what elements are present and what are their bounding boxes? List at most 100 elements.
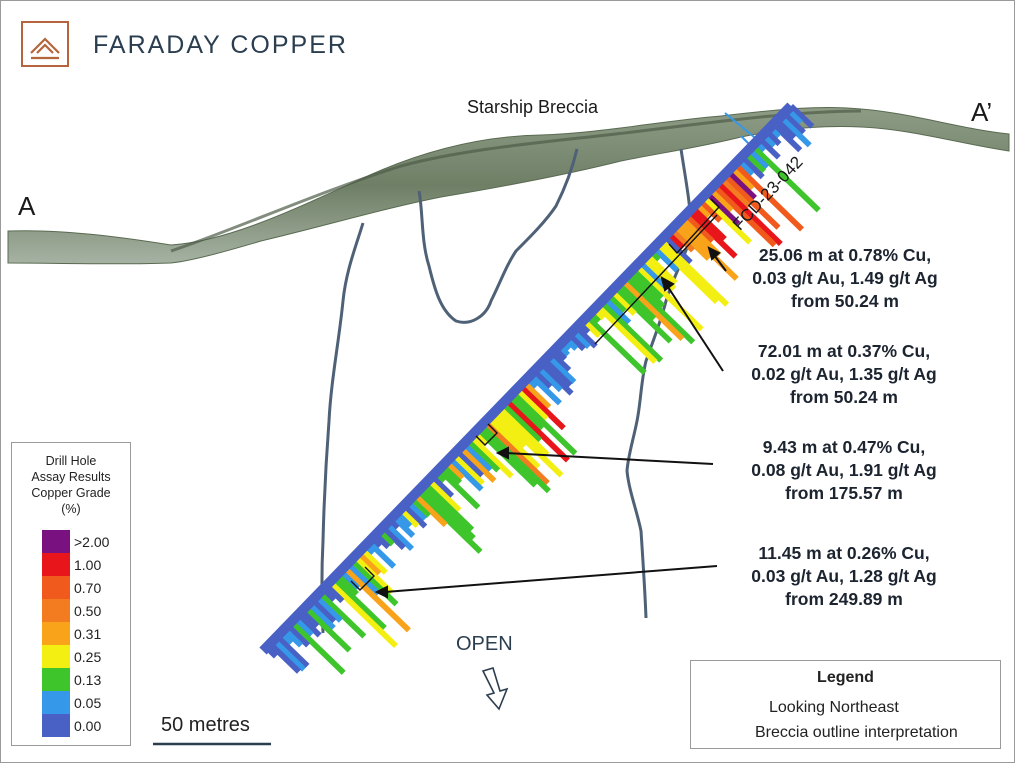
brand-name: FARADAY COPPER <box>93 31 348 59</box>
intercept-4-line-3: from 249.89 m <box>785 589 903 609</box>
grade-swatch-label-7: 0.05 <box>74 695 102 711</box>
grade-swatch-0 <box>42 530 70 553</box>
assay-bar <box>651 245 679 273</box>
logo-frame <box>21 21 69 67</box>
grade-swatch-label-5: 0.25 <box>74 649 102 665</box>
intercept-3-line-1: 9.43 m at 0.47% Cu, <box>762 437 926 457</box>
assay-bar <box>609 289 637 316</box>
intercept-4-line-1: 11.45 m at 0.26% Cu, <box>758 543 930 563</box>
intercept-2-line-3: from 50.24 m <box>790 387 898 407</box>
assay-bar <box>521 380 552 410</box>
grade-swatch-5 <box>42 645 70 668</box>
assay-bar <box>401 503 428 529</box>
grade-legend: Drill Hole Assay Results Copper Grade (%… <box>11 442 131 746</box>
intercept-3-line-2: 0.08 g/t Au, 1.91 g/t Ag <box>751 460 937 480</box>
topography-surface <box>7 106 1010 265</box>
assay-bar <box>317 590 367 639</box>
faraday-logo-icon <box>30 37 60 60</box>
assay-bar <box>718 176 752 209</box>
breccia-outline-traces <box>320 148 693 634</box>
assay-bar <box>412 492 448 528</box>
assay-bar <box>451 452 485 486</box>
assay-bar <box>616 281 657 321</box>
assay-bar <box>510 390 578 456</box>
intercept-1-line-1: 25.06 m at 0.78% Cu, <box>758 245 932 265</box>
assay-bar <box>458 445 497 483</box>
grade-swatch-6 <box>42 668 70 691</box>
section-end-label: A’ <box>971 97 993 127</box>
map-legend: Legend Looking Northeast Breccia outline… <box>690 660 1001 749</box>
assay-bar <box>331 576 387 631</box>
assay-bar <box>528 372 562 406</box>
assay-bar <box>310 598 337 624</box>
assay-bar <box>771 122 803 153</box>
grade-swatch-label-2: 0.70 <box>74 580 102 596</box>
assay-bar <box>289 619 346 675</box>
assay-bar <box>503 398 570 463</box>
assay-bar <box>306 601 336 631</box>
intercept-1-line-3: from 50.24 m <box>791 291 899 311</box>
assay-bar <box>708 187 734 213</box>
assay-bar <box>493 409 564 478</box>
assay-bar <box>514 387 549 421</box>
assay-bar <box>686 209 738 259</box>
assay-bar <box>676 220 739 281</box>
assay-bar <box>704 191 741 226</box>
assay-bar <box>732 162 804 232</box>
assay-bar <box>518 383 566 431</box>
assay-bar <box>789 103 815 129</box>
assay-bar <box>637 260 668 290</box>
grade-swatch-label-4: 0.31 <box>74 626 102 642</box>
assay-bar <box>655 242 719 304</box>
intercept-callout-2: 72.01 m at 0.37% Cu, 0.02 g/t Au, 1.35 g… <box>714 340 974 409</box>
grade-legend-title-line-4: (%) <box>61 502 81 516</box>
assay-bar <box>303 605 352 653</box>
intercept-4-line-2: 0.03 g/t Au, 1.28 g/t Ag <box>751 566 937 586</box>
assay-bar <box>662 234 693 265</box>
assay-bar <box>275 634 310 668</box>
intercept-callout-1: 25.06 m at 0.78% Cu, 0.03 g/t Au, 1.49 g… <box>715 244 975 313</box>
assay-bar <box>419 485 476 541</box>
assay-bar <box>271 638 306 672</box>
assay-bar <box>366 539 397 569</box>
grade-swatch-3 <box>42 599 70 622</box>
assay-bar <box>750 143 821 213</box>
open-arrow-icon <box>481 667 509 711</box>
assay-bar <box>345 561 381 596</box>
grade-legend-title-line-3: Copper Grade <box>31 486 111 500</box>
grade-swatch-2 <box>42 576 70 599</box>
grade-swatch-7 <box>42 691 70 714</box>
assay-bar <box>489 412 527 449</box>
intercept-callout-3: 9.43 m at 0.47% Cu, 0.08 g/t Au, 1.91 g/… <box>714 436 974 505</box>
assay-bar <box>349 558 399 607</box>
assay-bar <box>426 478 462 513</box>
assay-bar <box>535 365 563 393</box>
assay-bar <box>729 165 755 191</box>
assay-bar <box>644 252 678 286</box>
assay-bar <box>722 172 781 230</box>
grade-legend-title-line-2: Assay Results <box>31 470 111 484</box>
assay-bar <box>486 416 541 470</box>
intercept-3-line-3: from 175.57 m <box>785 483 903 503</box>
assay-bar <box>461 441 493 472</box>
assay-bar <box>359 547 388 575</box>
assay-bar <box>679 216 722 257</box>
zone-label: Starship Breccia <box>467 97 599 117</box>
assay-bar <box>500 401 542 443</box>
grade-swatch-label-6: 0.13 <box>74 672 102 688</box>
assay-bar <box>584 314 647 375</box>
callout-arrows <box>374 246 727 599</box>
assay-bar <box>634 263 704 332</box>
intercept-brackets <box>350 198 720 591</box>
assay-bar <box>437 467 481 510</box>
assay-bar <box>468 434 514 479</box>
section-start-label: A <box>18 191 36 221</box>
intercept-2-line-1: 72.01 m at 0.37% Cu, <box>757 341 931 361</box>
assay-bar <box>447 456 484 492</box>
assay-bar <box>715 180 783 247</box>
grade-swatch-label-3: 0.50 <box>74 603 102 619</box>
assay-bar <box>342 565 411 633</box>
assay-bar <box>602 296 632 325</box>
intercept-2-line-2: 0.02 g/t Au, 1.35 g/t Ag <box>751 364 937 384</box>
